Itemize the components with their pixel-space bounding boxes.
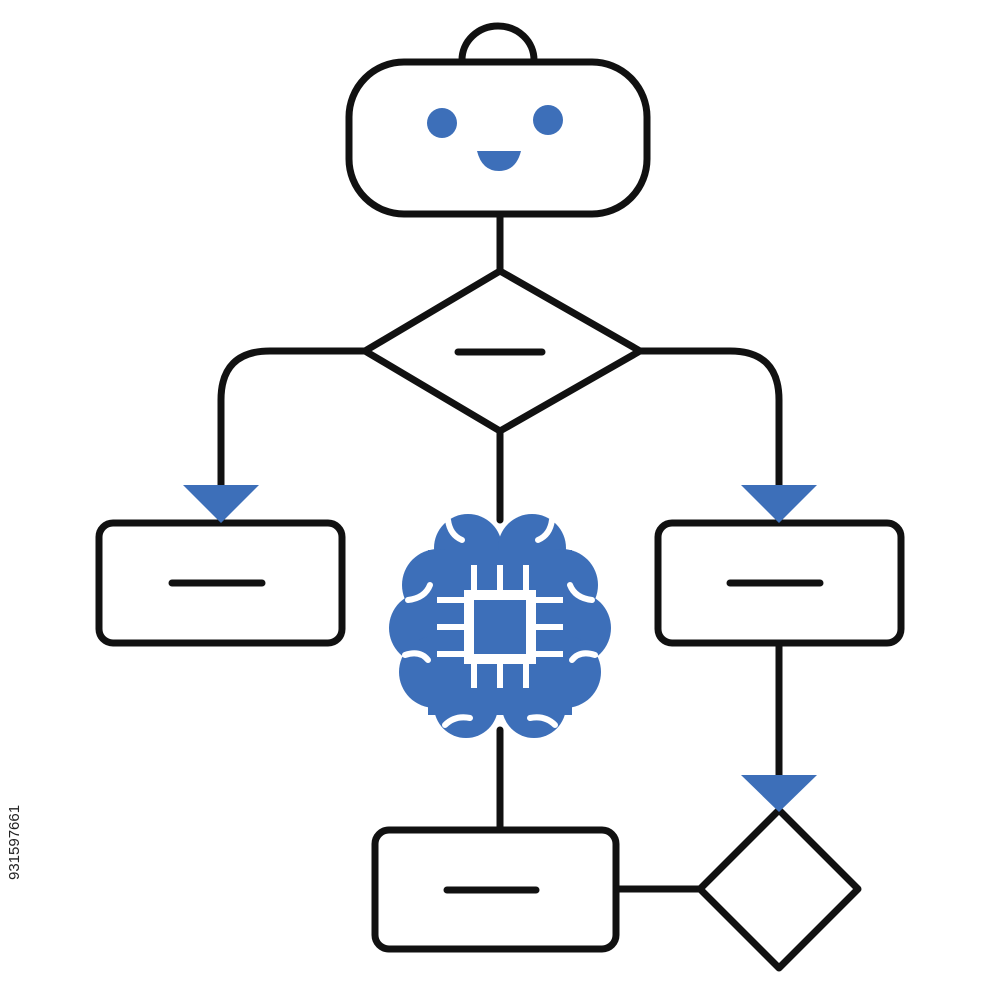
robot-head-icon bbox=[345, 22, 651, 218]
top-decision-node bbox=[361, 267, 644, 435]
connector-decision-left-branch bbox=[217, 347, 369, 494]
robot-left-eye bbox=[427, 108, 457, 138]
connector-decision-right-branch bbox=[636, 347, 783, 494]
arrowhead-icon bbox=[741, 775, 817, 812]
left-process-node bbox=[95, 519, 346, 647]
right-process-node bbox=[654, 519, 905, 647]
stock-image-id: 931597661 bbox=[6, 804, 23, 880]
brain-chip-icon bbox=[389, 514, 611, 738]
robot-antenna bbox=[458, 22, 538, 64]
robot-right-eye bbox=[533, 105, 563, 135]
robot-head-box bbox=[345, 58, 651, 218]
arrowhead-icon bbox=[183, 485, 259, 523]
bottom-decision-diamond bbox=[696, 806, 862, 972]
robot-smile bbox=[477, 151, 521, 171]
bottom-process-node bbox=[371, 826, 620, 953]
arrowhead-icon bbox=[741, 485, 817, 523]
